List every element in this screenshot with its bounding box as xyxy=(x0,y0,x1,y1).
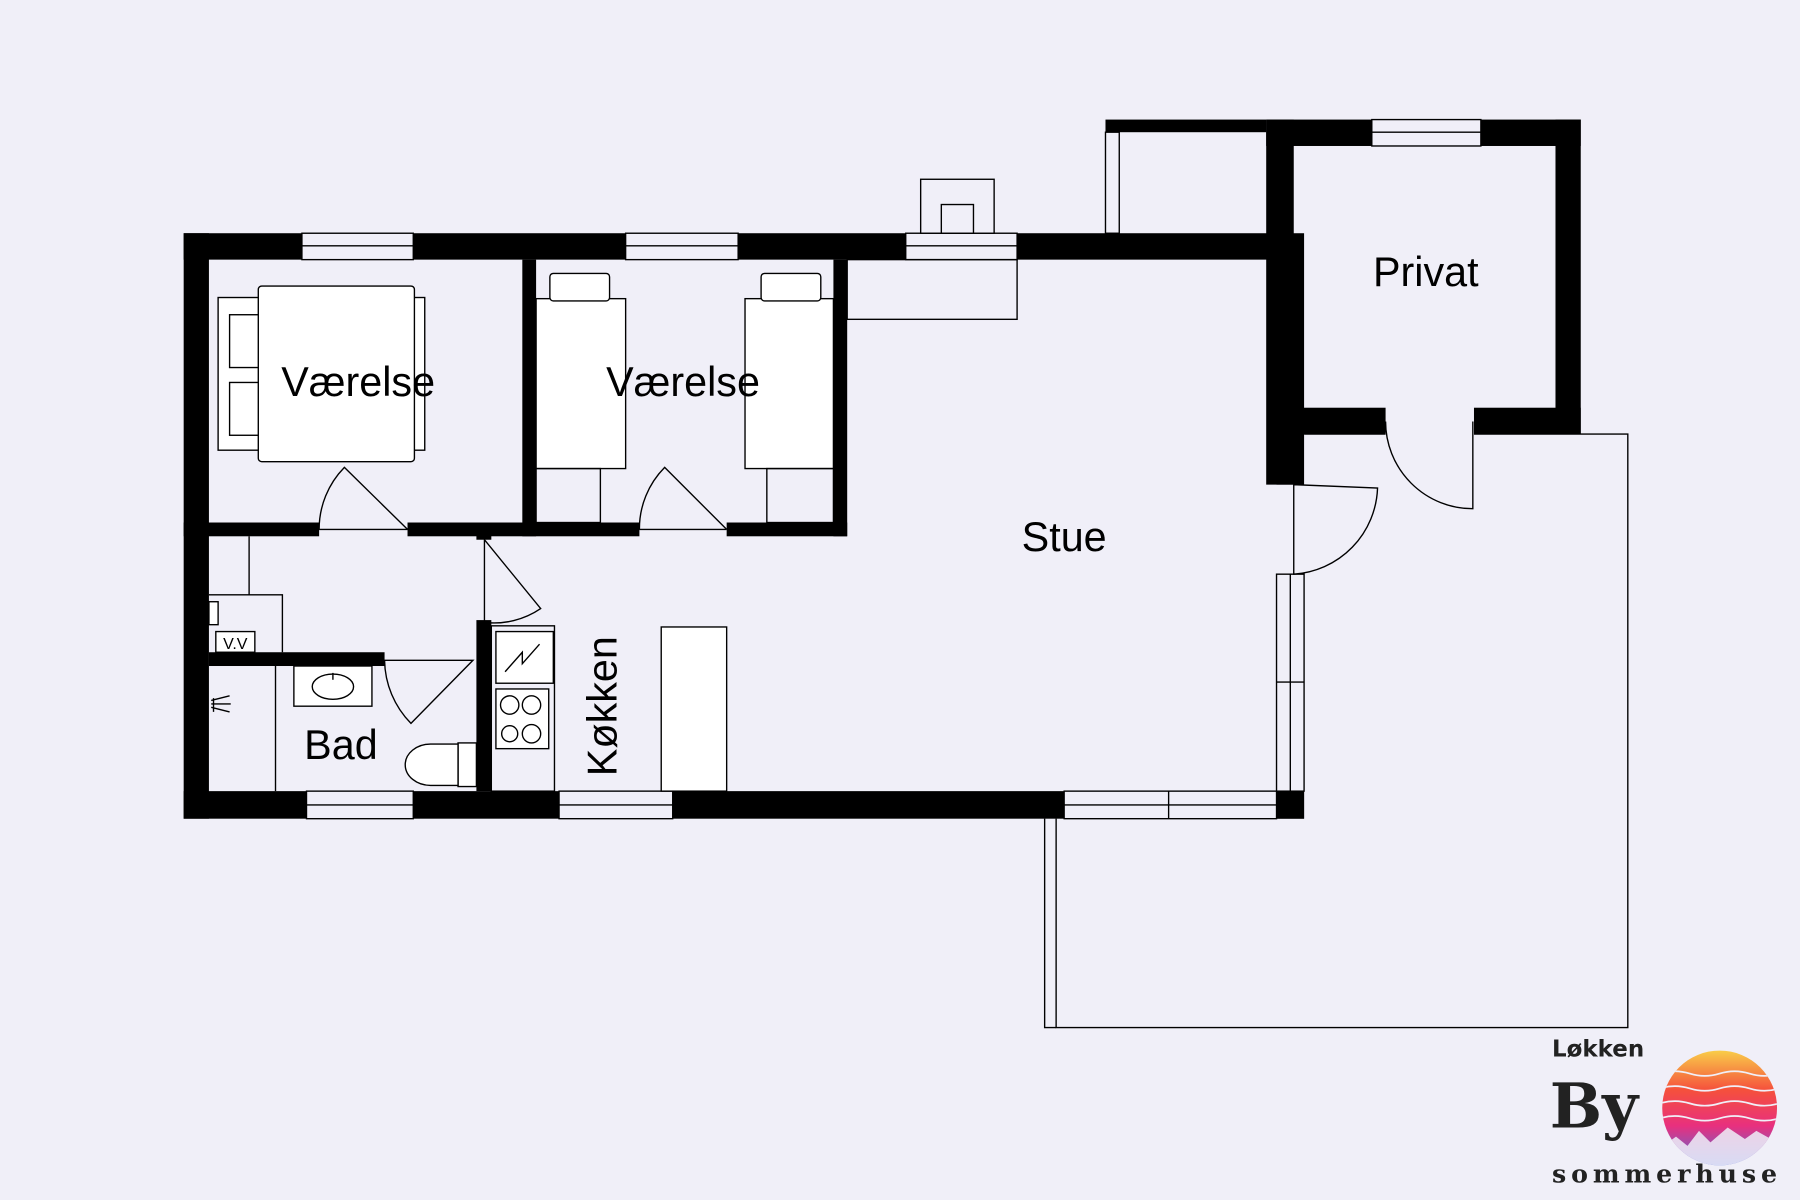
bathroom-fixtures xyxy=(211,665,478,792)
terrace-outline xyxy=(1043,433,1629,1029)
fireplace xyxy=(846,178,1018,321)
bed-single-1 xyxy=(535,272,627,524)
room-label-bedroom-1: Værelse xyxy=(281,359,435,405)
utility-area: V.V xyxy=(208,536,284,653)
room-label-bath: Bad xyxy=(304,722,378,768)
utility-label: V.V xyxy=(223,635,248,653)
bed-single-2 xyxy=(744,272,835,524)
logo-line2: By xyxy=(1550,1069,1640,1142)
toilet-icon xyxy=(404,742,478,788)
room-label-kitchen: Køkken xyxy=(579,636,625,776)
logo-line3: sommerhuse xyxy=(1552,1159,1777,1189)
room-label-private: Privat xyxy=(1373,249,1479,295)
windows xyxy=(301,118,1482,820)
room-label-bedroom-2: Værelse xyxy=(606,359,760,405)
room-label-living: Stue xyxy=(1022,514,1107,560)
logo-line1: Løkken xyxy=(1552,1036,1644,1062)
walls xyxy=(183,119,1581,819)
bed-double xyxy=(217,285,426,463)
doors xyxy=(318,421,1474,725)
kitchen-fixtures xyxy=(490,625,728,792)
company-logo: Løkken By sommerhuse xyxy=(1550,1036,1778,1189)
sunset-icon xyxy=(1662,1050,1778,1166)
shower-icon xyxy=(211,695,231,713)
